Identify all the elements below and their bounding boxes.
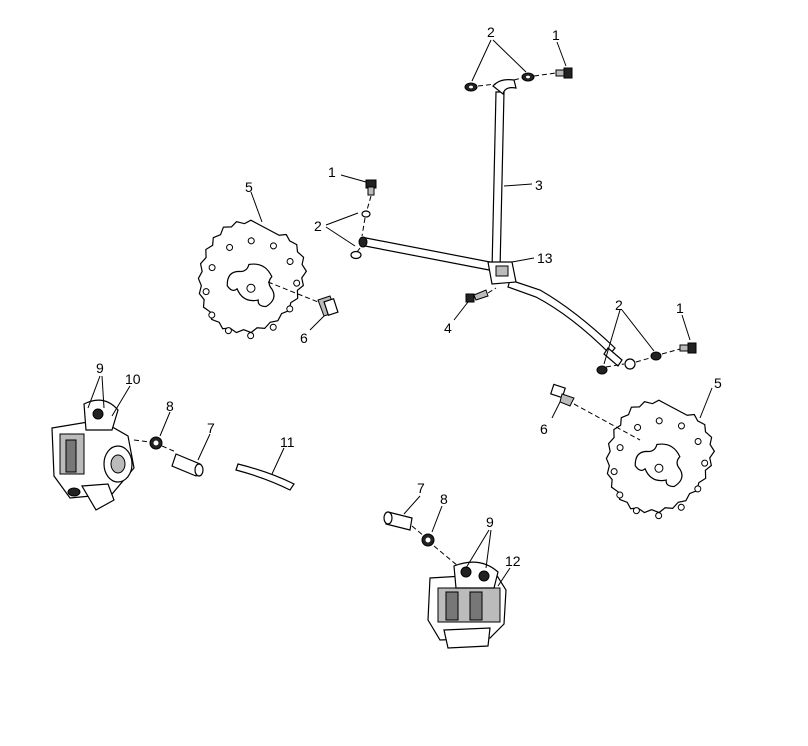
washer-right-left — [596, 365, 608, 375]
callout-labels: 1 2 3 1 2 13 4 2 1 5 6 5 6 9 10 8 7 11 7… — [96, 24, 722, 569]
brake-caliper-right — [427, 561, 507, 649]
callout-11: 11 — [280, 434, 295, 450]
brake-pad-shim — [235, 463, 295, 491]
callout-3: 3 — [535, 177, 543, 193]
brake-caliper-left — [51, 399, 135, 511]
washer-left-upper — [361, 210, 371, 218]
callout-5-left: 5 — [245, 179, 253, 195]
callout-2-left: 2 — [314, 218, 322, 234]
banjo-bolt-left — [365, 179, 377, 196]
callout-9-left: 9 — [96, 360, 104, 376]
callout-1-right: 1 — [676, 300, 684, 316]
junction-block — [487, 261, 517, 285]
brake-line-left — [358, 236, 491, 271]
disc-bolt-left — [317, 295, 339, 317]
callout-10: 10 — [125, 371, 141, 387]
callout-12: 12 — [505, 553, 521, 569]
callout-6-left: 6 — [300, 330, 308, 346]
callout-1-left: 1 — [328, 164, 336, 180]
caliper-pin-left — [171, 453, 204, 477]
brake-disc-right — [605, 399, 716, 520]
washer-top-right — [521, 72, 535, 82]
banjo-bolt-top — [555, 67, 573, 79]
washer-top-left — [464, 82, 478, 92]
callout-5-right: 5 — [714, 375, 722, 391]
callout-2-right: 2 — [615, 297, 623, 313]
washer-left-lower — [350, 250, 362, 260]
callout-2-top: 2 — [487, 24, 495, 40]
brake-line-right — [507, 279, 636, 370]
junction-bolt — [465, 289, 489, 303]
callout-6-right: 6 — [540, 421, 548, 437]
banjo-bolt-right — [679, 342, 697, 354]
caliper-nut-left — [149, 436, 163, 450]
callout-7-left: 7 — [207, 420, 215, 436]
callout-13: 13 — [537, 250, 553, 266]
disc-bolt-right — [549, 383, 575, 407]
callout-8-left: 8 — [166, 398, 174, 414]
caliper-nut-right — [421, 533, 435, 547]
callout-9-right: 9 — [486, 514, 494, 530]
callout-7-right: 7 — [417, 480, 425, 496]
washer-right-right — [650, 351, 662, 361]
caliper-pin-right — [383, 511, 413, 531]
brake-line-vertical — [491, 79, 517, 271]
callout-4: 4 — [444, 320, 452, 336]
brake-disc-left — [197, 219, 308, 340]
leader-lines — [87, 39, 713, 587]
callout-8-right: 8 — [440, 491, 448, 507]
callout-1-top: 1 — [552, 27, 560, 43]
assembly-lines — [133, 72, 681, 567]
